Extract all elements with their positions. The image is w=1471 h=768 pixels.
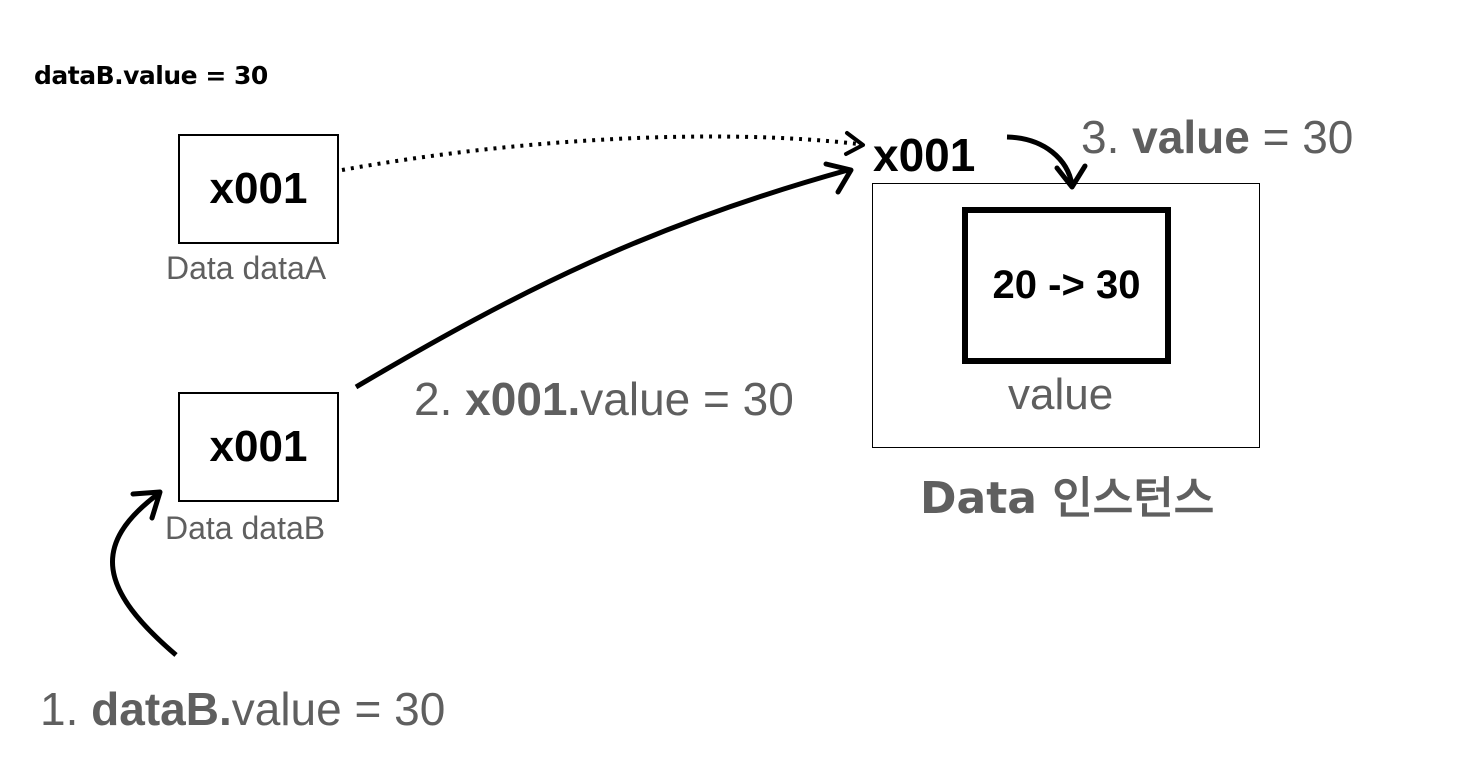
variable-box-dataA: x001 [178,134,339,244]
step-2-bold: x001. [465,373,581,425]
instance-label: Data 인스턴스 [920,473,1215,524]
variable-label-dataA: Data dataA [166,250,327,286]
reference-arrow-dataA [341,134,859,172]
step-3-bold: value [1132,111,1250,163]
step-1-arrow [110,492,178,657]
instance-box [872,183,1260,448]
step-2-number: 2. [414,373,466,425]
step-3-label: 3. value = 30 [1081,110,1353,164]
diagram-caption: dataB.value = 30 [34,61,268,90]
step-1-number: 1. [40,683,92,735]
reference-arrow-dataB [354,167,849,390]
step-2-label: 2. x001.value = 30 [414,372,794,426]
variable-box-dataB: x001 [178,392,339,502]
step-1-rest: value = 30 [231,683,446,735]
step-3-number: 3. [1081,111,1133,163]
step-1-label: 1. dataB.value = 30 [40,682,445,736]
step-3-arrow [1006,134,1075,186]
step-3-rest: = 30 [1249,111,1354,163]
variable-label-dataB: Data dataB [165,510,326,546]
reference-arrowhead-dataA [844,131,865,156]
step-1-arrowhead [130,489,163,521]
step-3-arrowhead [1054,163,1088,190]
instance-address: x001 [873,129,976,181]
step-1-bold: dataB. [91,683,232,735]
value-field-box: 20 -> 30 [962,207,1171,364]
step-2-rest: value = 30 [580,373,794,425]
reference-arrowhead-dataB [823,161,854,195]
value-field-label: value [1008,370,1114,419]
